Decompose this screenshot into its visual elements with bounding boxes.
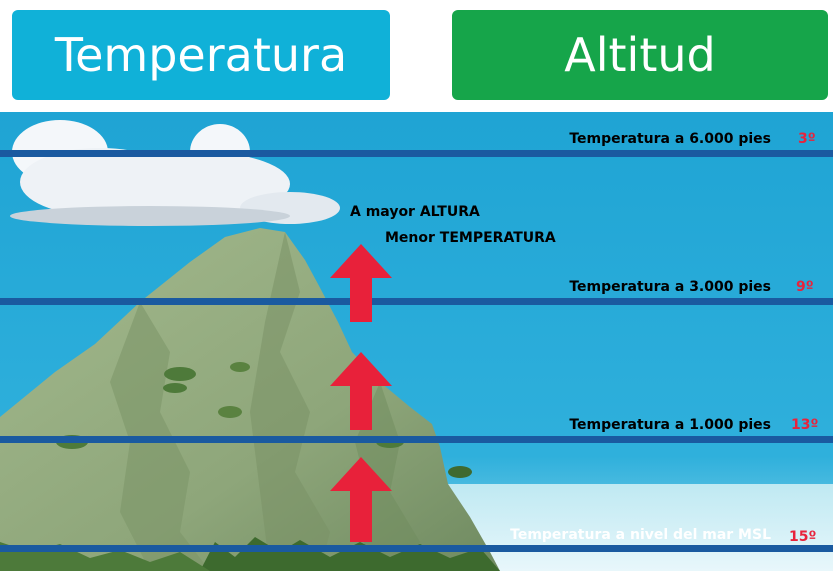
band-label-3000ft: Temperatura a 3.000 pies	[569, 279, 771, 295]
band-value-1000ft: 13º	[791, 417, 819, 433]
band-label-6000ft: Temperatura a 6.000 pies	[569, 131, 771, 147]
scene-illustration	[0, 112, 833, 571]
band-line-0	[0, 150, 833, 157]
sea	[440, 484, 833, 571]
altitude-tab[interactable]: Altitud	[452, 10, 828, 100]
up-arrows	[330, 244, 392, 542]
band-line-1	[0, 298, 833, 305]
annotation-line-2: Menor TEMPERATURA	[385, 230, 556, 246]
band-value-msl: 15º	[789, 529, 817, 545]
cloud-icon	[10, 120, 340, 226]
altitude-tab-label: Altitud	[564, 28, 716, 82]
band-value-6000ft: 3º	[798, 131, 816, 147]
annotation-line-1: A mayor ALTURA	[350, 204, 480, 220]
band-line-2	[0, 436, 833, 443]
temperature-tab-label: Temperatura	[54, 28, 348, 82]
altitude-temperature-scene: A mayor ALTURA Menor TEMPERATURA Tempera…	[0, 112, 833, 571]
altitude-bands	[0, 150, 833, 552]
band-label-msl: Temperatura a nivel del mar MSL	[510, 527, 771, 543]
band-label-1000ft: Temperatura a 1.000 pies	[569, 417, 771, 433]
up-arrow-icon-0	[330, 244, 392, 322]
band-line-3	[0, 545, 833, 552]
band-value-3000ft: 9º	[796, 279, 814, 295]
temperature-tab[interactable]: Temperatura	[12, 10, 390, 100]
up-arrow-icon-1	[330, 352, 392, 430]
up-arrow-icon-2	[330, 457, 392, 542]
